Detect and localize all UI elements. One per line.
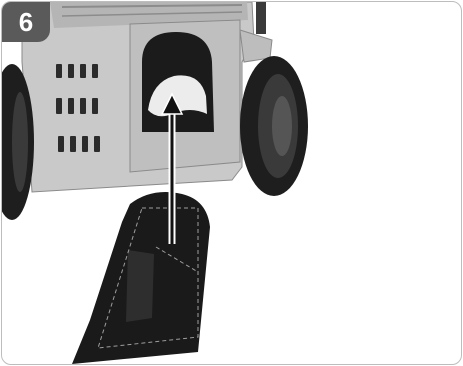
step-number: 6 [19, 7, 33, 38]
housing-right-bracket [240, 30, 272, 62]
handle-post [256, 2, 266, 34]
cover-inner-rib [126, 250, 154, 322]
right-wheel [240, 56, 308, 196]
step-number-badge: 6 [2, 2, 50, 42]
